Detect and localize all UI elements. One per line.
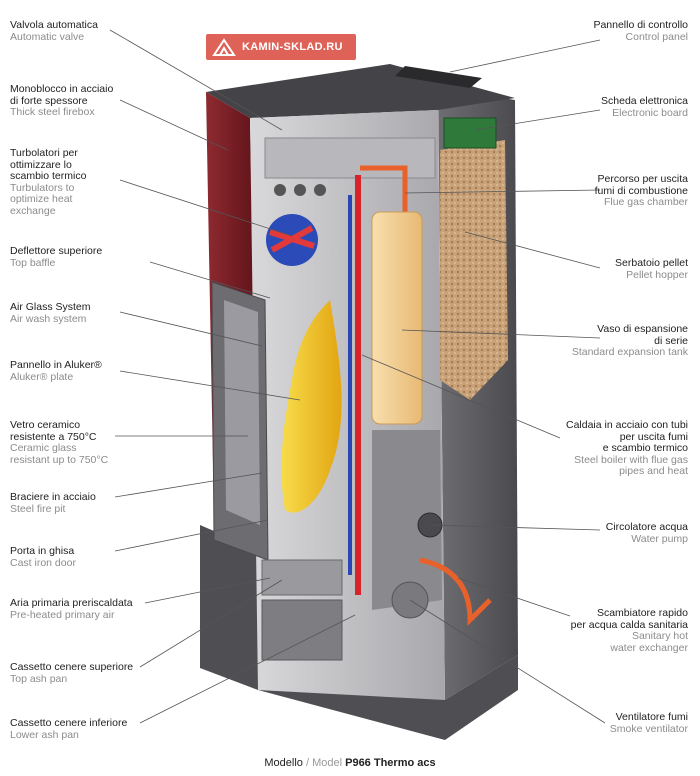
label-lower-ash-pan: Cassetto cenere inferiore Lower ash pan bbox=[10, 717, 128, 741]
boiler-lower bbox=[372, 430, 442, 610]
label-electronic-board: Scheda elettronica Electronic board bbox=[601, 95, 688, 119]
caption-sep: / bbox=[302, 757, 313, 769]
label-expansion-tank: Vaso di espansione di serie Standard exp… bbox=[571, 323, 688, 358]
top-ash-pan bbox=[261, 559, 343, 596]
model-caption: Modello / Model P966 Thermo acs bbox=[0, 757, 700, 769]
water-pipe-red bbox=[355, 175, 361, 595]
label-ceramic-glass: Vetro ceramico resistente a 750°C Cerami… bbox=[10, 419, 109, 466]
house-icon bbox=[212, 38, 236, 56]
flame bbox=[281, 300, 342, 513]
caption-it: Modello bbox=[264, 757, 303, 769]
exchanger-pipe bbox=[419, 557, 492, 627]
label-primary-air: Aria primaria preriscaldata Pre-heated p… bbox=[10, 597, 133, 621]
label-steel-fire-pit: Braciere in acciaio Steel fire pit bbox=[10, 491, 96, 515]
label-aluker-plate: Pannello in Aluker® Aluker® plate bbox=[10, 359, 102, 383]
lower-ash-pan bbox=[261, 599, 343, 661]
label-automatic-valve: Valvola automatica Automatic valve bbox=[10, 19, 98, 43]
label-sanitary-exchanger: Scambiatore rapido per acqua calda sanit… bbox=[570, 607, 688, 654]
electronic-board bbox=[443, 117, 497, 149]
watermark-logo: KAMIN-SKLAD.RU bbox=[206, 26, 364, 66]
control-panel-strip bbox=[395, 66, 482, 88]
expansion-tank bbox=[371, 211, 423, 425]
watermark-text: KAMIN-SKLAD.RU bbox=[242, 41, 343, 53]
label-top-ash-pan: Cassetto cenere superiore Top ash pan bbox=[10, 661, 134, 685]
label-steel-boiler: Caldaia in acciaio con tubi per uscita f… bbox=[566, 419, 688, 477]
label-water-pump: Circolatore acqua Water pump bbox=[605, 521, 688, 545]
water-pipe-blue bbox=[348, 195, 352, 575]
caption-product: P966 Thermo acs bbox=[345, 757, 436, 769]
leader-lines bbox=[109, 29, 606, 724]
top-baffle bbox=[264, 137, 436, 179]
label-pellet-hopper: Serbatoio pellet Pellet hopper bbox=[615, 257, 688, 281]
caption-en: Model bbox=[312, 757, 343, 769]
label-cast-iron-door: Porta in ghisa Cast iron door bbox=[10, 545, 76, 569]
label-flue-gas-chamber: Percorso per uscita fumi di combustione … bbox=[594, 173, 688, 208]
label-steel-firebox: Monoblocco in acciaio di forte spessore … bbox=[10, 83, 114, 118]
pellet-hopper bbox=[440, 140, 508, 400]
label-turbulators: Turbolatori per ottimizzare lo scambio t… bbox=[10, 147, 87, 217]
label-smoke-ventilator: Ventilatore fumi Smoke ventilator bbox=[609, 711, 688, 735]
label-air-glass-system: Air Glass System Air wash system bbox=[10, 301, 91, 325]
label-top-baffle: Deflettore superiore Top baffle bbox=[10, 245, 103, 269]
label-control-panel: Pannello di controllo Control panel bbox=[593, 19, 688, 43]
